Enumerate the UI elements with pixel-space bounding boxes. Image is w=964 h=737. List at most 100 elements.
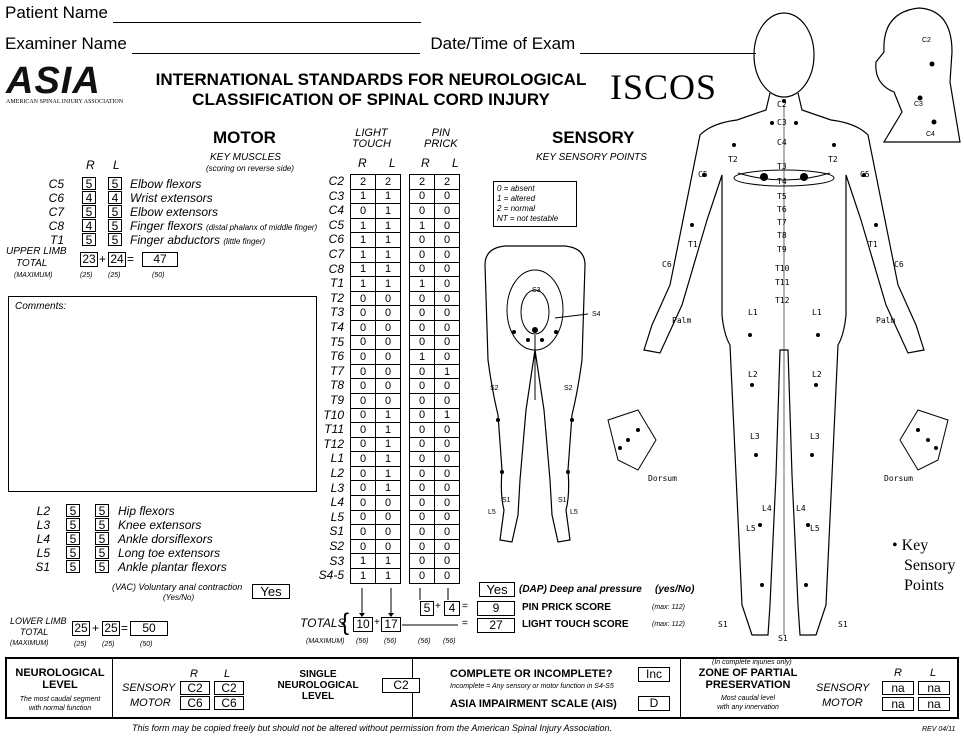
pp-l-cell[interactable]: 0	[434, 553, 460, 570]
pp-r-cell[interactable]: 0	[409, 392, 435, 409]
lt-r-cell[interactable]: 1	[350, 568, 376, 584]
lt-l-cell[interactable]: 0	[375, 538, 401, 555]
pp-l-cell[interactable]: 0	[434, 188, 460, 205]
lt-l-cell[interactable]: 0	[375, 524, 401, 540]
sensory-level-l[interactable]: C2	[214, 681, 244, 695]
motor-score-r[interactable]: 5	[66, 518, 80, 532]
lt-l-cell[interactable]: 1	[375, 407, 401, 424]
motor-level-r[interactable]: C6	[180, 696, 210, 710]
pp-r-cell[interactable]: 2	[409, 174, 435, 190]
lt-l-cell[interactable]: 1	[375, 203, 401, 219]
single-level-field[interactable]: C2	[382, 678, 420, 693]
pp-l-cell[interactable]: 0	[434, 334, 460, 351]
motor-score-l[interactable]: 5	[95, 518, 109, 532]
motor-score-r[interactable]: 4	[82, 219, 96, 233]
sensory-level-r[interactable]: C2	[180, 681, 210, 695]
lt-l-cell[interactable]: 0	[375, 378, 401, 394]
pp-r-cell[interactable]: 0	[409, 261, 435, 278]
pp-l-cell[interactable]: 0	[434, 392, 460, 409]
pp-r-cell[interactable]: 0	[409, 553, 435, 570]
patient-name-field[interactable]	[112, 8, 421, 23]
pp-r-cell[interactable]: 0	[409, 363, 435, 380]
lt-r-cell[interactable]: 0	[350, 290, 376, 307]
lt-r-cell[interactable]: 1	[350, 232, 376, 248]
lt-l-cell[interactable]: 1	[375, 465, 401, 482]
motor-score-r[interactable]: 5	[82, 177, 96, 191]
lt-l-cell[interactable]: 1	[375, 451, 401, 467]
motor-score-r[interactable]: 5	[82, 233, 96, 247]
motor-score-l[interactable]: 5	[95, 546, 109, 560]
comments-box[interactable]: Comments:	[8, 296, 317, 492]
motor-score-r[interactable]: 5	[66, 532, 80, 546]
lt-r-cell[interactable]: 0	[350, 349, 376, 365]
examiner-name-field[interactable]	[131, 39, 420, 54]
pp-r-cell[interactable]: 0	[409, 524, 435, 540]
pp-r-cell[interactable]: 1	[409, 217, 435, 234]
pp-r-cell[interactable]: 0	[409, 378, 435, 394]
dap-field[interactable]: Yes	[479, 582, 515, 597]
lt-r-cell[interactable]: 2	[350, 174, 376, 190]
lt-r-cell[interactable]: 0	[350, 378, 376, 394]
pp-r-cell[interactable]: 0	[409, 305, 435, 321]
pp-l-cell[interactable]: 0	[434, 290, 460, 307]
lt-l-cell[interactable]: 1	[375, 422, 401, 438]
lt-r-cell[interactable]: 0	[350, 203, 376, 219]
complete-field[interactable]: Inc	[638, 667, 670, 682]
motor-level-l[interactable]: C6	[214, 696, 244, 710]
motor-score-r[interactable]: 5	[82, 205, 96, 219]
pp-r-cell[interactable]: 0	[409, 509, 435, 526]
pp-l-cell[interactable]: 0	[434, 305, 460, 321]
lt-r-cell[interactable]: 1	[350, 261, 376, 278]
pp-r-cell[interactable]: 0	[409, 465, 435, 482]
pin-prick-score[interactable]: 9	[477, 601, 515, 616]
pp-r-cell[interactable]: 0	[409, 451, 435, 467]
lt-r-cell[interactable]: 0	[350, 451, 376, 467]
lt-l-cell[interactable]: 0	[375, 305, 401, 321]
lt-r-cell[interactable]: 0	[350, 436, 376, 453]
ais-field[interactable]: D	[638, 696, 670, 711]
pp-l-cell[interactable]: 0	[434, 349, 460, 365]
lt-r-cell[interactable]: 0	[350, 495, 376, 511]
pp-r-cell[interactable]: 0	[409, 319, 435, 336]
pp-l-cell[interactable]: 0	[434, 509, 460, 526]
lt-r-cell[interactable]: 0	[350, 422, 376, 438]
lt-l-cell[interactable]: 0	[375, 319, 401, 336]
lt-l-cell[interactable]: 1	[375, 480, 401, 497]
pp-l-cell[interactable]: 0	[434, 568, 460, 584]
lt-l-cell[interactable]: 1	[375, 276, 401, 292]
lt-l-cell[interactable]: 1	[375, 436, 401, 453]
motor-score-r[interactable]: 5	[66, 560, 80, 574]
lt-l-cell[interactable]: 1	[375, 246, 401, 263]
pp-r-cell[interactable]: 0	[409, 495, 435, 511]
lt-r-cell[interactable]: 0	[350, 480, 376, 497]
lt-r-cell[interactable]: 1	[350, 246, 376, 263]
lt-l-cell[interactable]: 1	[375, 217, 401, 234]
pp-l-cell[interactable]: 0	[434, 276, 460, 292]
motor-score-l[interactable]: 4	[108, 191, 122, 205]
lt-l-cell[interactable]: 1	[375, 568, 401, 584]
lower-total-sum[interactable]: 50	[130, 621, 168, 636]
pp-l-cell[interactable]: 0	[434, 524, 460, 540]
pp-r-total[interactable]: 5	[420, 601, 434, 616]
pp-r-cell[interactable]: 0	[409, 188, 435, 205]
lt-l-cell[interactable]: 2	[375, 174, 401, 190]
pp-r-cell[interactable]: 0	[409, 334, 435, 351]
pp-l-cell[interactable]: 0	[434, 232, 460, 248]
pp-l-cell[interactable]: 0	[434, 465, 460, 482]
lt-l-cell[interactable]: 1	[375, 261, 401, 278]
lt-l-cell[interactable]: 0	[375, 392, 401, 409]
lt-l-cell[interactable]: 1	[375, 232, 401, 248]
pp-l-cell[interactable]: 0	[434, 422, 460, 438]
pp-l-cell[interactable]: 0	[434, 378, 460, 394]
zpp-motor-l[interactable]: na	[918, 697, 950, 711]
lt-r-cell[interactable]: 0	[350, 305, 376, 321]
motor-score-l[interactable]: 5	[108, 205, 122, 219]
zpp-sensory-l[interactable]: na	[918, 681, 950, 695]
date-field[interactable]	[579, 39, 756, 54]
lt-l-cell[interactable]: 0	[375, 363, 401, 380]
motor-score-r[interactable]: 5	[66, 504, 80, 518]
pp-r-cell[interactable]: 0	[409, 407, 435, 424]
lt-r-total[interactable]: 10	[353, 617, 373, 632]
lt-l-total[interactable]: 17	[381, 617, 401, 632]
lower-total-r[interactable]: 25	[72, 621, 90, 636]
